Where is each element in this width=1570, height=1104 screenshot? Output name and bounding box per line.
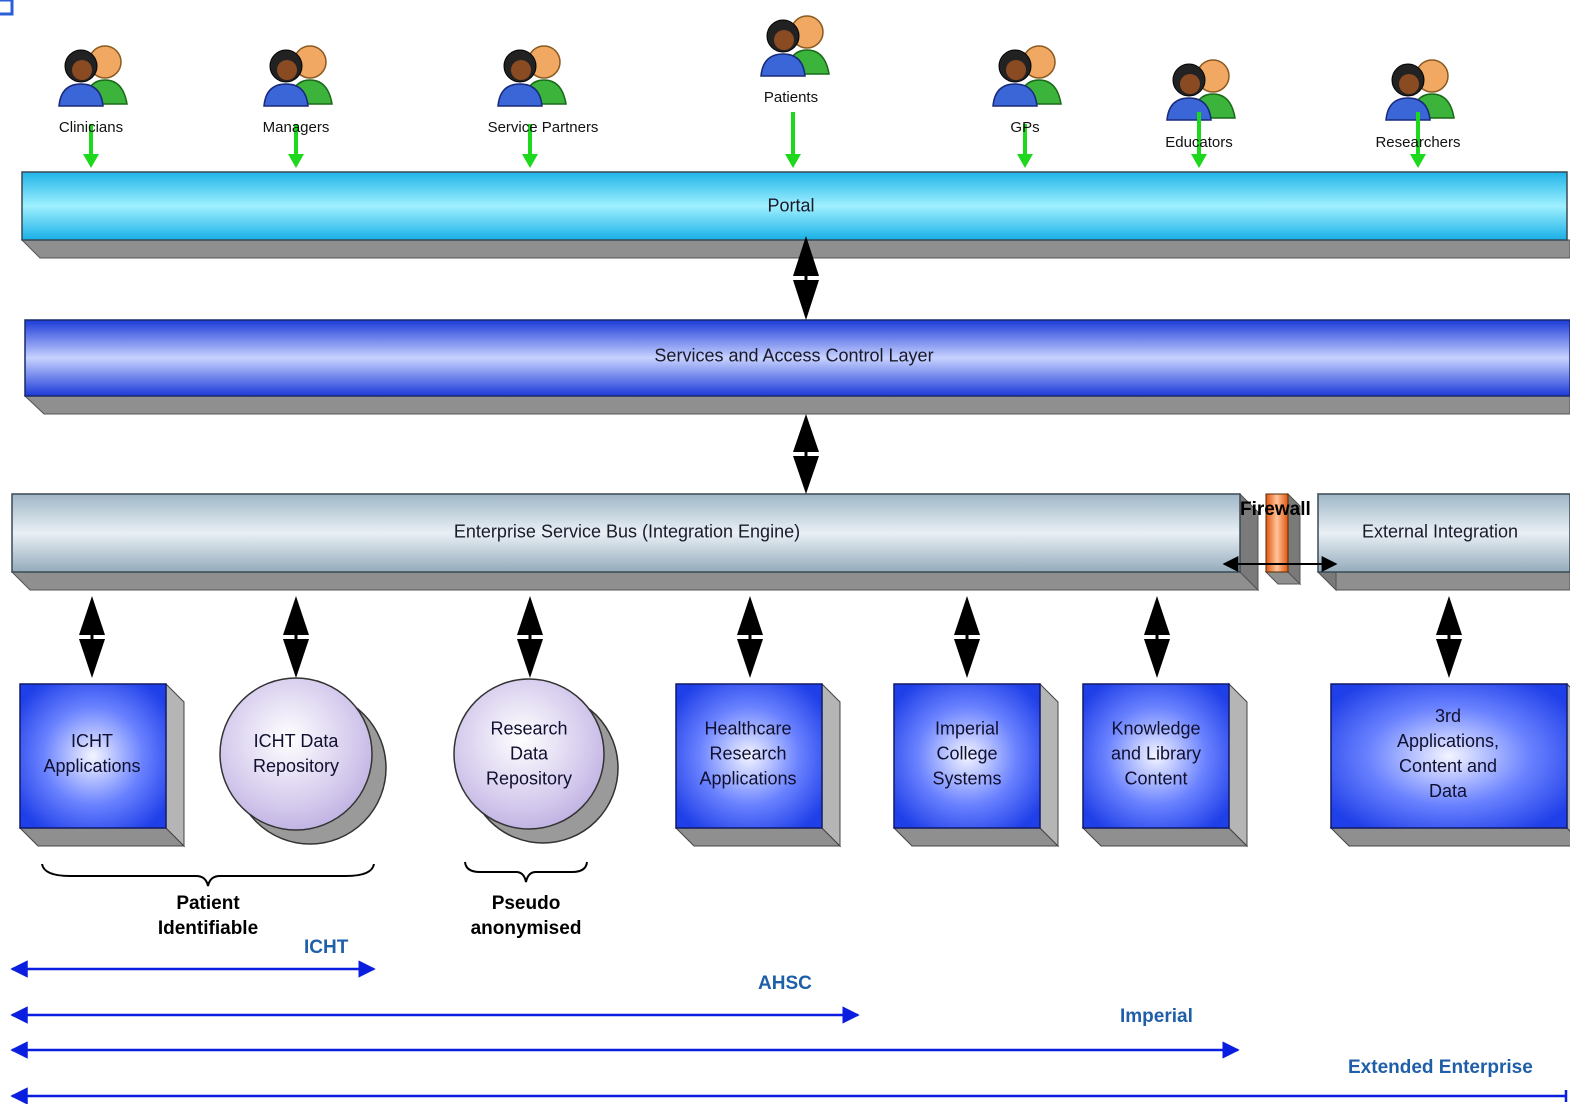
people-icon bbox=[1166, 59, 1236, 121]
firewall-block bbox=[1222, 492, 1338, 586]
people-icon bbox=[760, 15, 830, 77]
knowledge-library-content-node bbox=[1081, 682, 1249, 848]
user-arrow-service-partners bbox=[522, 124, 538, 168]
connector-arrow-imperial-college-systems bbox=[954, 596, 980, 678]
user-label-researchers: Researchers bbox=[1375, 134, 1461, 151]
user-label-clinicians: Clinicians bbox=[58, 119, 124, 136]
people-icon bbox=[497, 45, 567, 107]
user-arrow-patients bbox=[785, 112, 801, 168]
corner-mark bbox=[0, 0, 14, 16]
pseudo-anonymised-brace bbox=[464, 861, 588, 883]
people-icon bbox=[992, 45, 1062, 107]
people-icon bbox=[263, 45, 333, 107]
services-layer bbox=[23, 319, 1570, 415]
user-arrow-gps bbox=[1017, 124, 1033, 168]
user-label-service-partners: Service Partners bbox=[487, 119, 599, 136]
icht-applications-node bbox=[18, 682, 186, 848]
3rd-applications-node bbox=[1329, 682, 1570, 847]
external-integration-label: External Integration bbox=[1361, 521, 1519, 542]
connector-arrow-knowledge-library-content bbox=[1144, 596, 1170, 678]
services-label: Services and Access Control Layer bbox=[654, 345, 934, 366]
healthcare-research-applications-node bbox=[674, 682, 842, 848]
user-label-patients: Patients bbox=[763, 89, 819, 106]
external-integration-block bbox=[1316, 492, 1570, 592]
firewall-label: Firewall bbox=[1240, 499, 1311, 520]
research-data-repository-node bbox=[453, 678, 619, 844]
esb-label: Enterprise Service Bus (Integration Engi… bbox=[453, 521, 801, 542]
portal-layer bbox=[20, 171, 1570, 259]
user-arrow-managers bbox=[288, 124, 304, 168]
portal-label: Portal bbox=[767, 195, 815, 216]
services-esb-arrow bbox=[793, 414, 819, 494]
connector-arrow-3rd-applications bbox=[1436, 596, 1462, 678]
people-icon bbox=[58, 45, 128, 107]
connector-arrow-healthcare-research-applications bbox=[737, 596, 763, 678]
scope-label-icht: ICHT bbox=[304, 937, 349, 958]
people-icon bbox=[1385, 59, 1455, 121]
portal-services-arrow bbox=[793, 236, 819, 320]
scope-label-ahsc: AHSC bbox=[758, 973, 812, 994]
user-label-educators: Educators bbox=[1165, 134, 1233, 151]
user-label-gps: GPs bbox=[1010, 119, 1040, 136]
user-label-managers: Managers bbox=[262, 119, 330, 136]
node-label-3rd-applications: 3rd Applications,Content and Data bbox=[1396, 706, 1500, 801]
imperial-college-systems-node bbox=[892, 682, 1060, 848]
esb-layer bbox=[10, 492, 1260, 592]
icht-data-repository-node bbox=[219, 677, 387, 845]
connector-arrow-research-data-repository bbox=[517, 596, 543, 678]
user-arrow-educators bbox=[1191, 112, 1207, 168]
scope-label-imperial: Imperial bbox=[1120, 1006, 1193, 1027]
user-arrow-clinicians bbox=[83, 124, 99, 168]
connector-arrow-icht-data-repository bbox=[283, 596, 309, 678]
connector-arrow-icht-applications bbox=[79, 596, 105, 678]
patient-identifiable-brace bbox=[41, 863, 375, 887]
user-arrow-researchers bbox=[1410, 112, 1426, 168]
scope-label-extended-enterprise: Extended Enterprise bbox=[1348, 1057, 1533, 1078]
